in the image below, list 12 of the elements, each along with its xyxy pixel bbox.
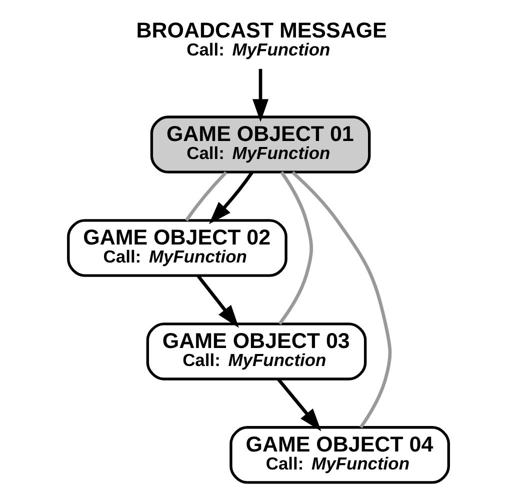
arrow (196, 274, 238, 328)
connector (184, 171, 227, 222)
node-text: BROADCAST MESSAGE Call: MyFunction (136, 18, 386, 60)
arrow (276, 378, 321, 432)
arrow (208, 171, 253, 224)
node-box: GAME OBJECT 02 Call: MyFunction (66, 219, 287, 277)
connector (290, 171, 392, 428)
node-box: GAME OBJECT 01 Call: MyFunction (150, 116, 370, 174)
arrow (252, 68, 268, 122)
node-box: GAME OBJECT 04 Call: MyFunction (229, 426, 450, 484)
node-box: GAME OBJECT 03 Call: MyFunction (146, 322, 366, 380)
connector (278, 171, 313, 325)
